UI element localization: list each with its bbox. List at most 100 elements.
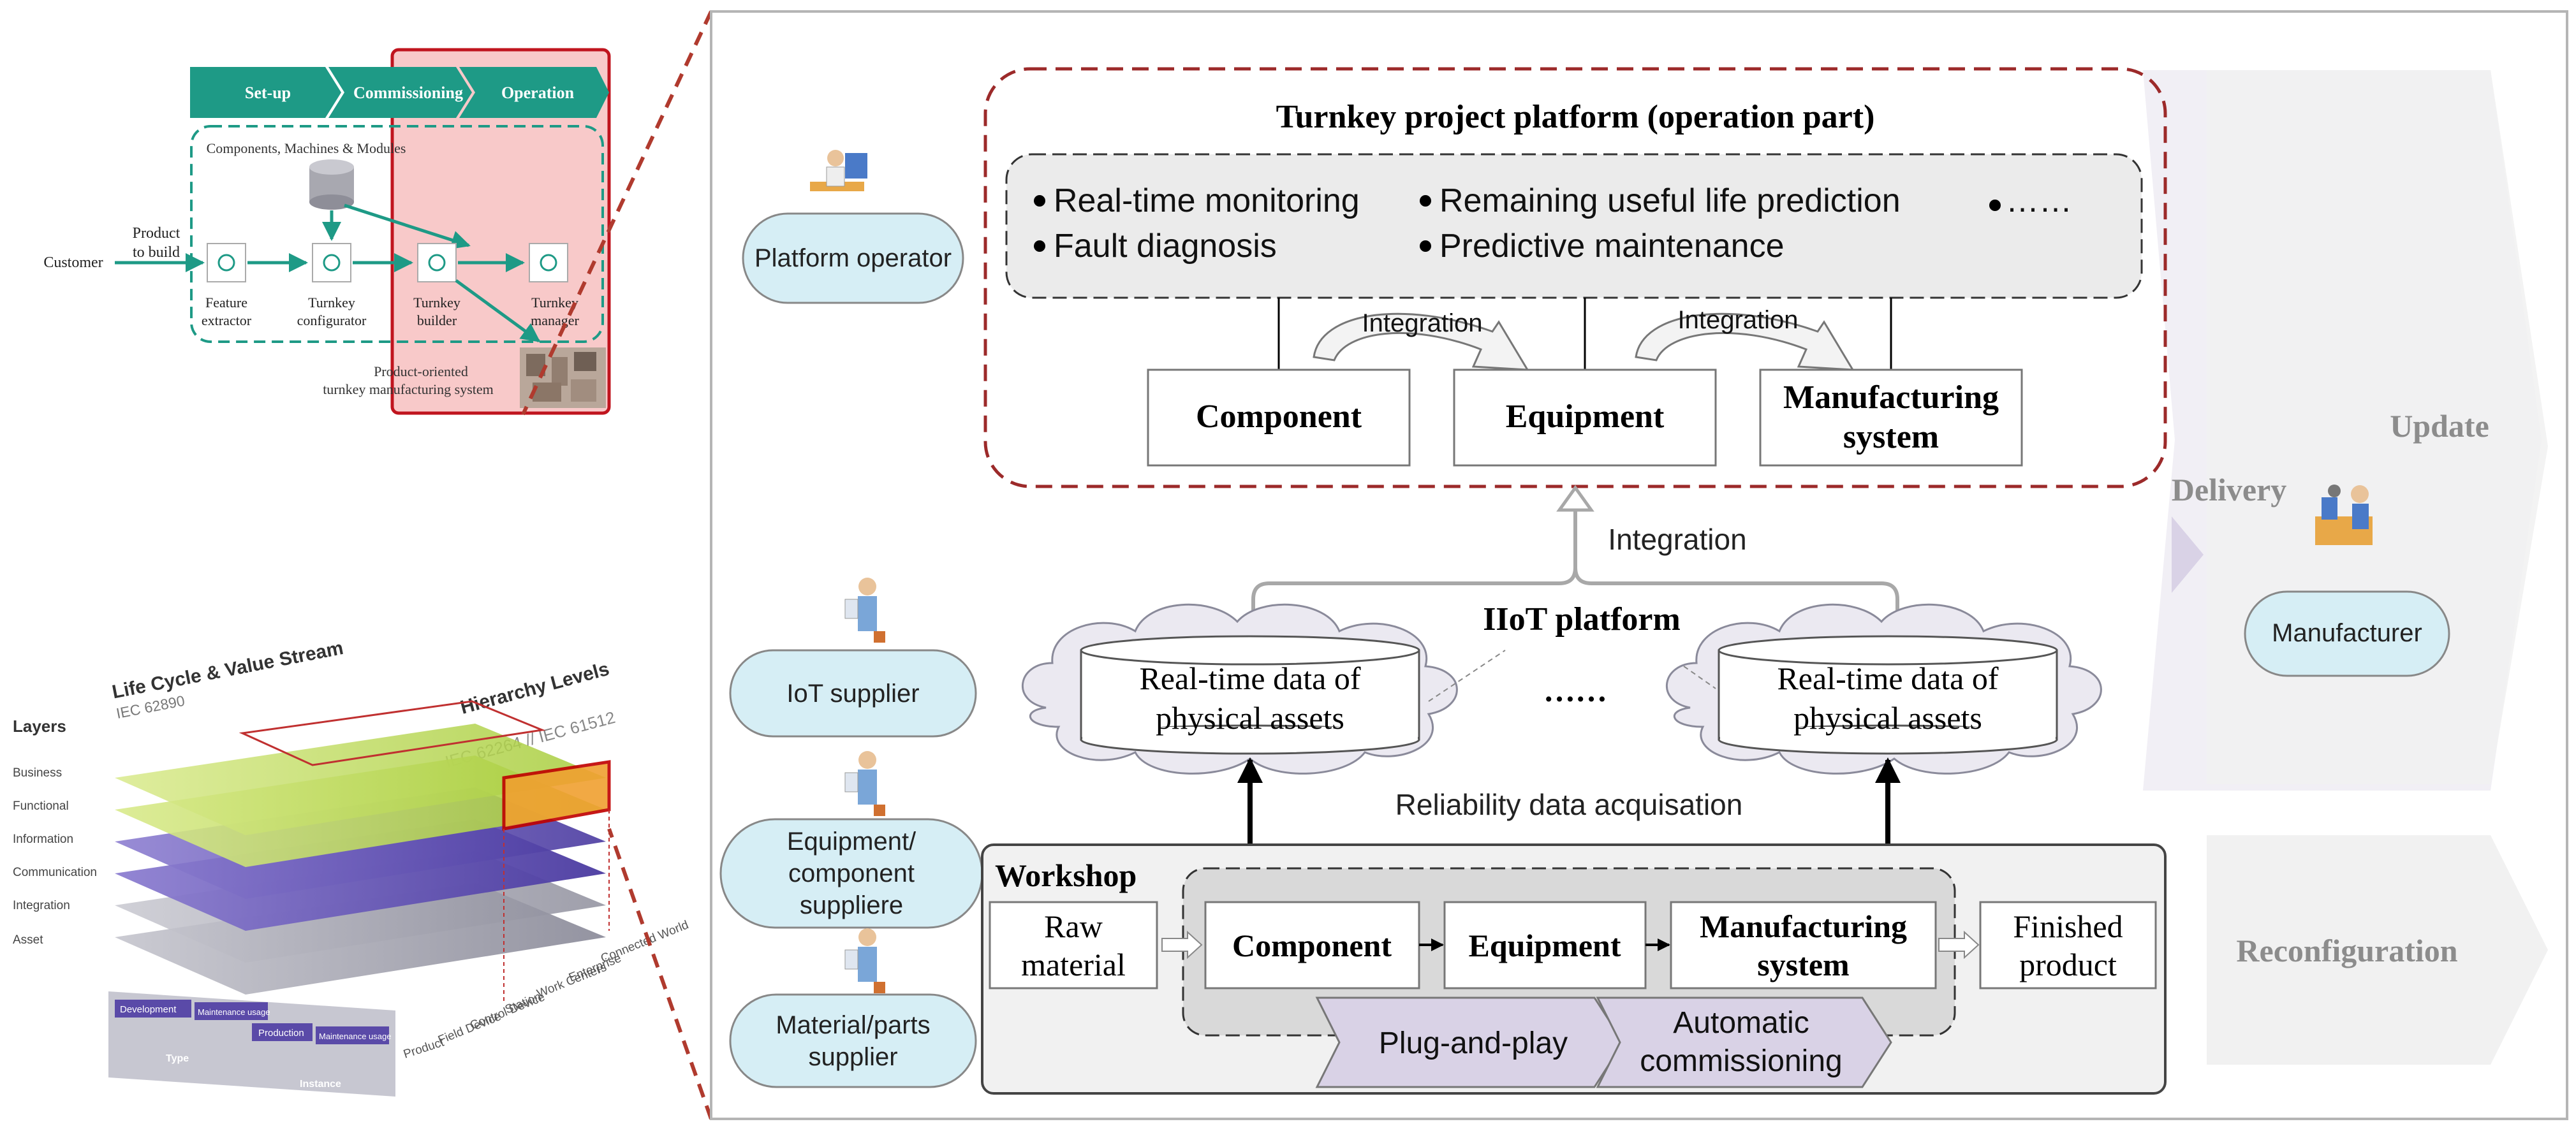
delivery-label: Delivery: [2172, 472, 2286, 507]
curved-arrow: [1313, 312, 1529, 371]
chip-icon: [207, 243, 246, 282]
lifecycle-title: Life Cycle & Value Stream: [110, 638, 345, 703]
equipment-supplier-icon: [844, 751, 885, 816]
integration-label: Integration: [1677, 306, 1798, 334]
roles: Platform operator IoT supplier Equipment…: [719, 150, 983, 1088]
system-caption: turnkey manufacturing system: [323, 381, 494, 397]
platform-manufacturing-box: [1759, 368, 2023, 467]
lifecycle-plane: [108, 991, 395, 1097]
factory-icon: [520, 347, 606, 408]
svg-text:Plug-and-play: Plug-and-play: [1379, 1026, 1568, 1060]
role-label: Platform operator: [754, 244, 952, 272]
svg-text:Turnkey: Turnkey: [531, 295, 578, 310]
role-material-supplier: [729, 993, 977, 1088]
process-diagram: Set-up Commissioning Operation Component…: [43, 48, 611, 415]
svg-text:Maintenance usage: Maintenance usage: [198, 1007, 270, 1017]
iot-supplier-icon: [844, 578, 885, 643]
reliability-label: Reliability data acquisation: [1395, 788, 1743, 821]
database-icon: [309, 159, 354, 210]
workshop: Workshop Raw material Component Equipmen…: [981, 843, 2167, 1095]
node-turnkey-builder: Turnkey builder: [413, 243, 460, 328]
svg-text:Production: Production: [258, 1028, 304, 1039]
workshop-component-box: [1204, 901, 1420, 989]
delivery-arrow: [2172, 516, 2204, 593]
workshop-equipment-box: [1443, 901, 1647, 989]
layer-label: Functional: [13, 799, 69, 813]
iiot-platform: IIoT platform Real-time data of physical…: [1022, 601, 2102, 775]
manufacturer-group: Manufacturer: [2244, 485, 2450, 677]
layers-title: Layers: [13, 717, 66, 736]
svg-text:Development: Development: [120, 1004, 177, 1015]
layer-label: Business: [13, 766, 62, 780]
stage-label: Commissioning: [353, 84, 463, 102]
type-label: Type: [166, 1053, 189, 1064]
product-to-build-label: to build: [133, 244, 180, 261]
hierarchy-title: Hierarchy Levels: [458, 659, 612, 719]
stage-operation: [459, 67, 609, 118]
svg-text:Turnkey: Turnkey: [308, 295, 355, 310]
role-label: IoT supplier: [786, 679, 920, 708]
hierarchy-level: Field Device: [436, 1010, 503, 1047]
svg-text:Feature: Feature: [205, 295, 247, 310]
role-label: Material/parts supplier: [776, 1011, 931, 1071]
chip-icon: [417, 243, 457, 282]
svg-text:builder: builder: [417, 312, 457, 328]
cloud-data-label: Real-time data of physical assets: [1139, 660, 1361, 736]
worker-machine-icon: [2315, 485, 2373, 545]
stage-label: Set-up: [245, 84, 291, 102]
role-label: Equipment/ component suppliere: [786, 828, 916, 919]
svg-text:Equipment: Equipment: [1506, 398, 1665, 435]
service-item: Remaining useful life prediction: [1439, 182, 1901, 219]
svg-text:Maintenance usage: Maintenance usage: [319, 1032, 391, 1041]
services-box: [1005, 153, 2143, 299]
service-item: Fault diagnosis: [1054, 228, 1277, 265]
service-item: Real-time monitoring: [1054, 182, 1360, 219]
cloud-data-label: Real-time data of physical assets: [1777, 660, 1999, 736]
zoom-connector: [521, 10, 713, 416]
role-iot-supplier: [729, 649, 977, 738]
update-label: Update: [2390, 408, 2489, 444]
role-platform-operator: [742, 212, 964, 304]
customer-label: Customer: [43, 254, 103, 271]
platform-title: Turnkey project platform (operation part…: [1276, 99, 1875, 135]
svg-text:configurator: configurator: [297, 312, 367, 328]
platform-component-box: [1147, 368, 1411, 467]
auto-commissioning-chevron: [1596, 996, 1892, 1088]
svg-text:manager: manager: [531, 312, 579, 328]
service-item: Predictive maintenance: [1439, 228, 1785, 265]
integration-center-label: Integration: [1608, 523, 1746, 556]
instance-label: Instance: [300, 1079, 341, 1090]
svg-text:Component: Component: [1196, 398, 1362, 435]
workshop-title: Workshop: [995, 857, 1137, 893]
chip-icon: [529, 243, 568, 282]
system-caption: Product-oriented: [374, 363, 468, 379]
svg-text:extractor: extractor: [202, 312, 252, 328]
svg-text:Turnkey: Turnkey: [413, 295, 460, 310]
stage-setup: [190, 67, 341, 118]
svg-text:Equipment: Equipment: [1469, 928, 1621, 963]
stage-label: Operation: [501, 84, 575, 102]
components-label: Components, Machines & Modules: [207, 140, 406, 156]
stage-commissioning: [328, 67, 472, 118]
finished-product-box: [1979, 901, 2157, 989]
layer-slab-business: [115, 724, 606, 835]
integration-connector: Integration: [1251, 485, 1899, 628]
platform-equipment-box: [1453, 368, 1717, 467]
cube-outline: [239, 700, 546, 766]
svg-text:Component: Component: [1232, 928, 1392, 963]
turnkey-platform: Turnkey project platform (operation part…: [983, 67, 2167, 488]
reconfiguration-chevron: [2207, 835, 2548, 1065]
layer-label: Information: [13, 833, 73, 846]
iiot-title: IIoT platform: [1483, 601, 1681, 638]
process-dashed-frame: [190, 125, 604, 343]
manufacturer-role: [2244, 590, 2450, 677]
layer-label: Integration: [13, 899, 70, 912]
node-feature-extractor: Feature extractor: [202, 243, 252, 328]
platform-operator-icon: [810, 150, 867, 191]
material-supplier-icon: [844, 928, 885, 993]
curved-arrow: [1635, 312, 1855, 371]
plug-and-play-chevron: [1315, 996, 1624, 1088]
hierarchy-level: Work Centers: [535, 961, 608, 1001]
manufacturer-label: Manufacturer: [2272, 619, 2422, 647]
